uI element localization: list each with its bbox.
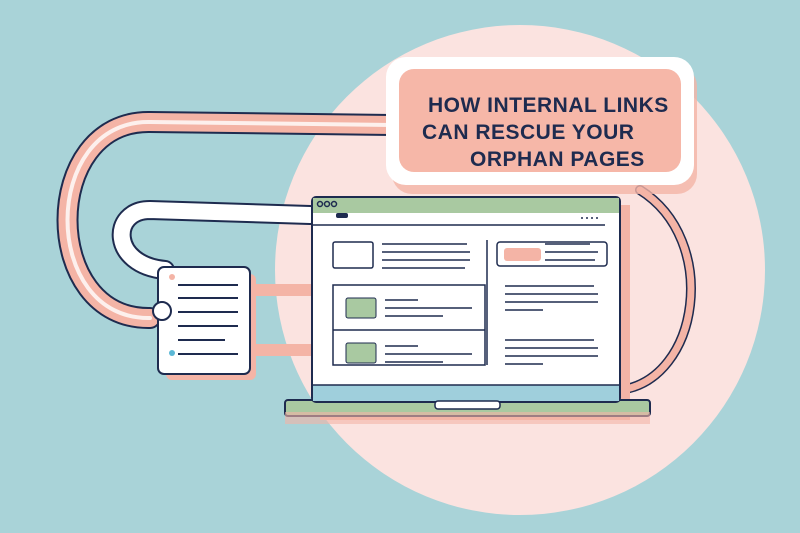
- headline-line-2: CAN RESCUE YOUR: [422, 121, 635, 144]
- headline-title: HOW INTERNAL LINKS CAN RESCUE YOUR ORPHA…: [400, 92, 670, 173]
- link-cable: [56, 110, 696, 395]
- headline-bubble: [386, 57, 697, 194]
- headline-line-3: ORPHAN PAGES: [470, 148, 645, 171]
- window-controls: [316, 200, 338, 208]
- laptop: [284, 196, 651, 424]
- orphan-page-document: [152, 266, 256, 380]
- headline-line-1: HOW INTERNAL LINKS: [428, 94, 669, 117]
